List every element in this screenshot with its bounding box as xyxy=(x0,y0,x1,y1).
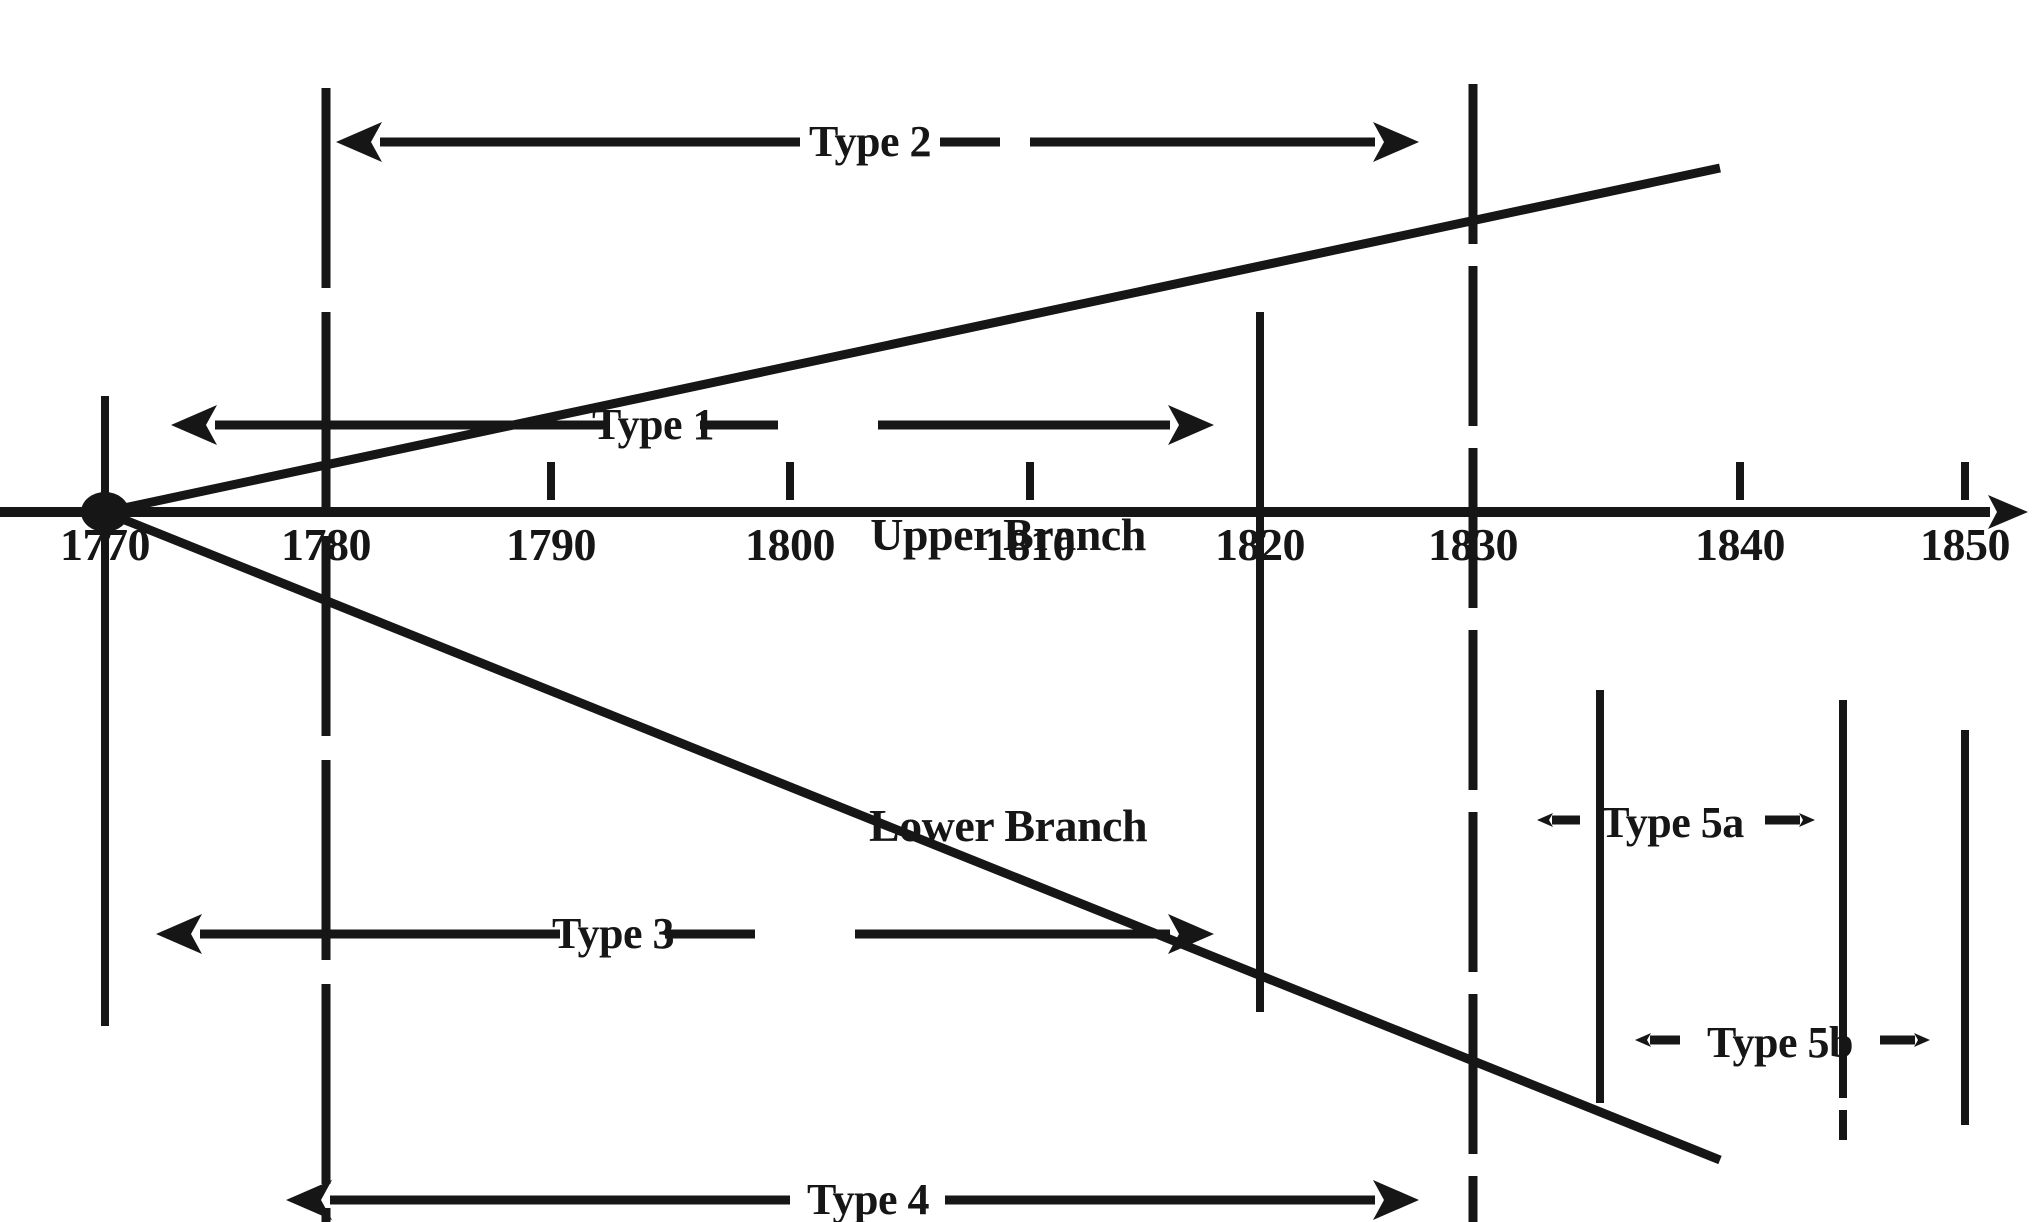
type-2-label: Type 2 xyxy=(808,117,932,166)
axis-label-1800: 1800 xyxy=(745,519,836,570)
type-3-label: Type 3 xyxy=(551,909,675,958)
axis-label-1780: 1780 xyxy=(281,519,372,570)
axis-label-1850: 1850 xyxy=(1920,519,2011,570)
type-5a-label: Type 5a xyxy=(1600,798,1744,847)
origin-node xyxy=(81,492,129,532)
axis-label-1770: 1770 xyxy=(60,519,151,570)
axis-label-1820: 1820 xyxy=(1215,519,1306,570)
axis-label-1790: 1790 xyxy=(506,519,597,570)
axis-label-1810: 1810 xyxy=(985,519,1076,570)
axis-label-1840: 1840 xyxy=(1695,519,1786,570)
type-4-label: Type 4 xyxy=(806,1175,930,1222)
axis-tick-marks xyxy=(547,462,1969,500)
type-5b-label: Type 5b xyxy=(1706,1018,1854,1067)
upper-branch-line xyxy=(104,163,1721,517)
upper-branch-label: Upper Branch xyxy=(870,509,1146,560)
lower-branch-label: Lower Branch xyxy=(868,800,1148,851)
axis-label-1830: 1830 xyxy=(1428,519,1519,570)
lower-branch-line xyxy=(103,507,1722,1165)
type-1-label: Type 1 xyxy=(591,400,715,449)
